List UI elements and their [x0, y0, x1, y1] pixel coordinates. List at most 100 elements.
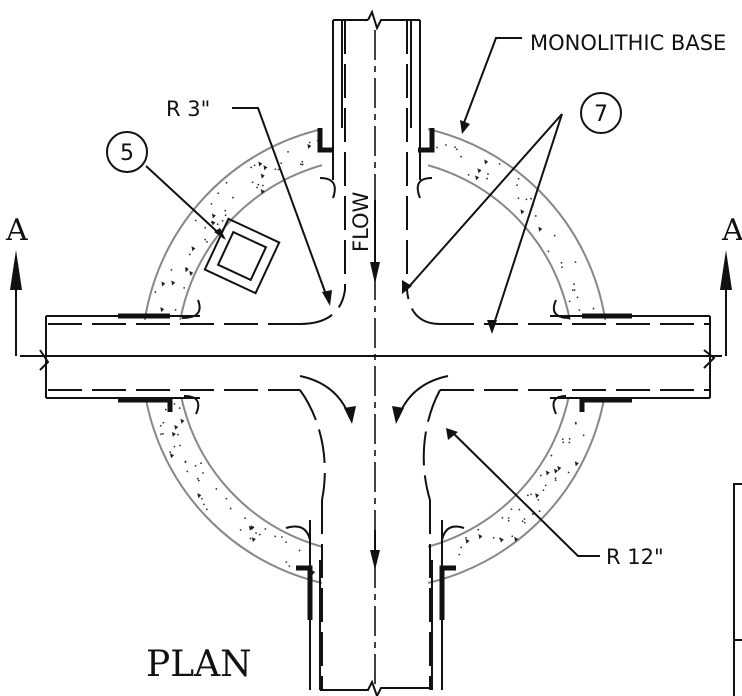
- aggregate-mark: [170, 453, 175, 459]
- stipple-dot: [534, 215, 537, 217]
- aggregate-mark: [250, 525, 255, 531]
- concrete-stipple: [154, 139, 595, 576]
- stipple-dot: [277, 168, 280, 171]
- aggregate-mark: [477, 168, 482, 174]
- stipple-dot: [194, 464, 197, 467]
- stipple-dot: [455, 148, 458, 151]
- stipple-dot: [288, 565, 291, 568]
- stipple-dot: [255, 532, 257, 534]
- stipple-dot: [194, 219, 197, 222]
- stipple-dot: [206, 240, 208, 243]
- stipple-dot: [301, 160, 304, 163]
- aggregate-mark: [191, 246, 196, 252]
- stipple-dot: [179, 444, 182, 447]
- stipple-dot: [521, 520, 524, 523]
- stipple-dot: [516, 184, 518, 187]
- section-label-left: A: [5, 213, 28, 248]
- stipple-dot: [160, 433, 162, 436]
- aggregate-mark: [260, 189, 265, 195]
- stipple-dot: [256, 186, 258, 189]
- stipple-dot: [510, 508, 513, 511]
- stipple-dot: [249, 537, 252, 540]
- stipple-dot: [454, 146, 456, 149]
- stipple-dot: [458, 553, 461, 556]
- section-arrow-left: [10, 250, 22, 356]
- fillets: [181, 177, 571, 541]
- stipple-dot: [561, 438, 564, 441]
- stipple-dot: [159, 424, 162, 427]
- stipple-dot: [592, 307, 595, 310]
- aggregate-mark: [554, 468, 559, 474]
- r3-label: R 3": [166, 97, 210, 121]
- stipple-dot: [467, 174, 470, 176]
- aggregate-mark: [520, 209, 525, 215]
- stipple-dot: [517, 197, 520, 200]
- section-arrow-right: [720, 250, 732, 356]
- stipple-dot: [560, 261, 563, 264]
- stipple-dot: [511, 535, 514, 538]
- stipple-dot: [162, 421, 165, 424]
- stipple-dot: [477, 528, 480, 531]
- section-label-right: A: [721, 213, 742, 248]
- aggregate-mark: [174, 424, 179, 430]
- aggregate-mark: [514, 536, 519, 542]
- stipple-dot: [280, 162, 283, 165]
- stipple-dot: [554, 479, 557, 482]
- stipple-dot: [573, 283, 575, 286]
- aggregate-mark: [557, 465, 562, 471]
- stipple-dot: [224, 214, 227, 217]
- stipple-dot: [523, 521, 526, 524]
- stipple-dot: [239, 528, 242, 531]
- aggregate-mark: [248, 525, 253, 531]
- stipple-dot: [201, 497, 203, 500]
- leaders: [145, 37, 600, 557]
- stipple-dot: [299, 163, 302, 166]
- stipple-dot: [547, 250, 550, 253]
- stipple-dot: [196, 477, 199, 480]
- stipple-dot: [498, 163, 501, 165]
- stipple-dot: [285, 541, 287, 544]
- stipple-dot: [200, 462, 202, 465]
- stipple-dot: [164, 408, 167, 411]
- aggregate-mark: [184, 267, 189, 273]
- aggregate-mark: [171, 280, 176, 286]
- stipple-dot: [568, 438, 571, 440]
- stipple-dot: [274, 535, 277, 538]
- stipple-dot: [571, 289, 574, 291]
- aggregate-mark: [251, 537, 256, 543]
- aggregate-mark: [161, 281, 166, 287]
- stipple-dot: [280, 536, 283, 538]
- stipple-dot: [285, 561, 288, 564]
- stipple-dot: [169, 451, 172, 454]
- stipple-dot: [486, 177, 489, 180]
- stipple-dot: [186, 470, 189, 473]
- stipple-dot: [507, 517, 510, 519]
- stipple-dot: [174, 308, 177, 311]
- stipple-dot: [301, 163, 304, 166]
- stipple-dot: [229, 507, 232, 510]
- stipple-dot: [264, 528, 267, 530]
- stipple-dot: [170, 268, 173, 271]
- stipple-dot: [225, 497, 228, 500]
- aggregate-mark: [211, 220, 216, 226]
- stipple-dot: [210, 202, 213, 205]
- stipple-dot: [539, 474, 542, 477]
- stipple-dot: [537, 498, 540, 501]
- aggregate-mark: [180, 418, 185, 424]
- stipple-dot: [554, 477, 557, 480]
- callout-5: 5: [106, 131, 148, 173]
- flow-label: FLOW: [349, 191, 373, 252]
- stipple-dot: [460, 546, 463, 549]
- stipple-dot: [465, 536, 467, 539]
- stipple-dot: [308, 141, 311, 144]
- stipple-dot: [574, 261, 577, 263]
- stipple-dot: [517, 177, 520, 180]
- stipple-dot: [257, 183, 260, 186]
- stipple-dot: [530, 197, 532, 200]
- stipple-dot: [258, 533, 261, 536]
- stipple-dot: [507, 519, 510, 522]
- stipple-dot: [203, 503, 205, 506]
- stipple-dot: [298, 549, 301, 552]
